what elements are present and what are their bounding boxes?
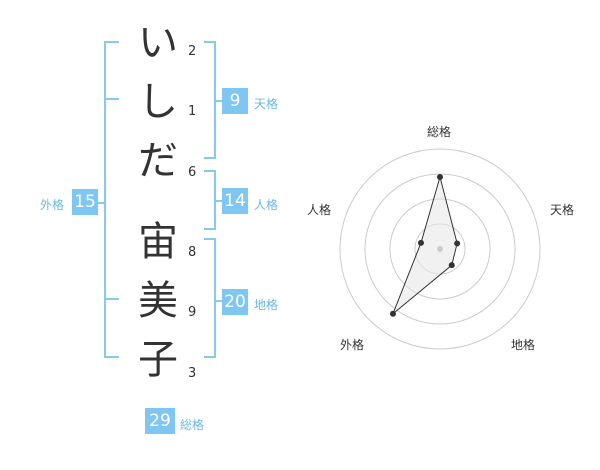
given-char-3: 子 [138, 337, 178, 383]
radar-series-polygon [392, 175, 458, 315]
gaikaku-label: 外格 [40, 198, 65, 212]
given-char-2: 美 [138, 278, 178, 324]
stroke-count-surname-2: 1 [188, 104, 197, 119]
radar-label-soukaku: 総格 [427, 125, 452, 139]
radar-point-2 [454, 240, 461, 247]
stroke-count-surname-1: 2 [188, 44, 197, 59]
tenkaku-value: 9 [222, 88, 248, 114]
radar-chart: 総格 天格 地格 外格 人格 [300, 110, 590, 360]
radar-label-tenkaku: 天格 [550, 203, 575, 217]
stroke-count-given-1: 8 [188, 245, 197, 260]
jinkaku-label: 人格 [254, 198, 279, 212]
radar-grid-ring-4 [339, 148, 541, 350]
surname-char-2: し [138, 79, 178, 125]
tenkaku-label: 天格 [254, 97, 279, 111]
radar-center-dot [437, 246, 443, 252]
soukaku-label: 総格 [180, 418, 205, 432]
radar-point-4 [389, 310, 396, 317]
surname-char-3: だ [138, 138, 178, 184]
radar-label-chikaku: 地格 [511, 338, 536, 352]
stroke-count-surname-3: 6 [188, 165, 197, 180]
jinkaku-value: 14 [222, 188, 248, 214]
chikaku-label: 地格 [254, 298, 279, 312]
radar-point-5 [417, 239, 424, 246]
stroke-count-given-2: 9 [188, 305, 197, 320]
stroke-count-given-3: 3 [188, 366, 197, 381]
radar-point-3 [448, 262, 455, 269]
given-char-1: 宙 [138, 219, 178, 265]
chikaku-value: 20 [222, 289, 248, 315]
radar-point-1 [437, 174, 443, 180]
radar-plot [339, 148, 541, 350]
gaikaku-value: 15 [72, 189, 98, 215]
radar-label-gaikaku: 外格 [340, 338, 365, 352]
radar-label-jinkaku: 人格 [307, 203, 332, 217]
soukaku-value: 29 [145, 408, 175, 434]
surname-char-1: い [138, 20, 178, 66]
